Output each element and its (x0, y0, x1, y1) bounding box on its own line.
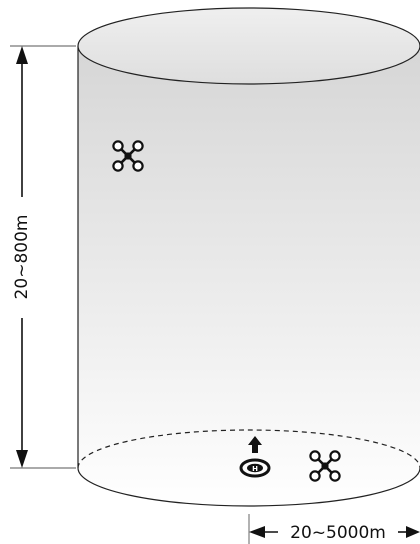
height-arrow-up (16, 46, 28, 64)
radius-arrow-right (406, 526, 420, 538)
svg-text:H: H (252, 465, 258, 473)
cylinder-bottom-back-arc (77, 429, 420, 469)
cylinder-bottom-front-arc (77, 467, 420, 507)
radius-dimension: 20~5000m (248, 514, 420, 544)
radius-label: 20~5000m (290, 523, 386, 543)
height-label: 20~800m (12, 215, 32, 300)
cylinder-body (78, 46, 420, 506)
radius-arrow-left (249, 526, 265, 538)
height-dimension: 20~800m (10, 45, 76, 469)
height-arrow-down (16, 450, 28, 468)
cylinder-top-ellipse (77, 7, 420, 85)
home-point-icon: H (239, 436, 271, 478)
